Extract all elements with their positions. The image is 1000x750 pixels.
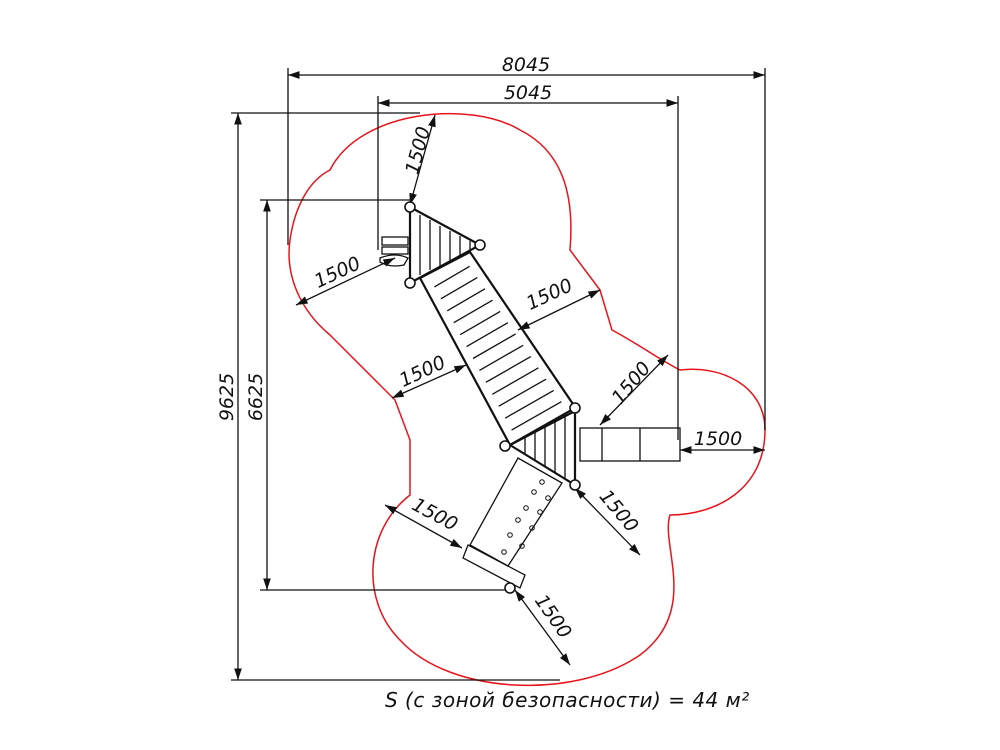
climbing-hold	[539, 479, 545, 485]
climbing-hold	[531, 489, 537, 495]
dim-equipment-height: 6625	[245, 373, 267, 421]
bridge-slat	[511, 401, 562, 431]
dim-safety-offset: 1500	[401, 124, 435, 176]
posts	[404, 201, 581, 594]
bridge-slat	[498, 378, 547, 407]
bridge-slat	[453, 299, 493, 324]
side-steps	[379, 236, 409, 267]
safety-area-label: S (с зоной безопасности) = 44 м²	[385, 688, 750, 712]
wall-base	[462, 544, 526, 589]
climbing-wall	[469, 457, 563, 567]
dim-safety-offset: 1500	[396, 351, 449, 391]
climbing-hold	[507, 532, 513, 538]
bottom-platform	[507, 406, 577, 487]
climbing-hold	[519, 543, 525, 549]
climbing-hold	[523, 505, 529, 511]
bridge-slat	[485, 356, 532, 383]
play-structure	[379, 201, 681, 594]
safety-zone-outline	[288, 112, 766, 687]
dim-safety-offset: 1500	[607, 358, 655, 409]
bridge-slat	[472, 333, 516, 360]
dim-safety-offset: 1500	[530, 590, 576, 642]
bridge-slat	[434, 265, 470, 288]
bridge-slat	[446, 288, 486, 312]
dim-overall-height: 9625	[216, 373, 238, 421]
dim-equipment-width: 5045	[504, 82, 552, 104]
climbing-hold	[545, 495, 551, 501]
dim-safety-offset: 1500	[523, 274, 576, 314]
dim-safety-offset: 1500	[408, 494, 461, 536]
dimension-lines	[231, 68, 766, 681]
climbing-hold	[537, 509, 543, 515]
dim-overall-width: 8045	[502, 54, 550, 76]
climbing-hold	[501, 549, 507, 555]
dim-safety-offset: 1500	[311, 252, 364, 292]
slide	[579, 427, 681, 462]
bridge-slat	[459, 310, 501, 336]
bridge-slat	[491, 367, 539, 395]
bridge-slat	[479, 344, 524, 371]
dim-safety-offset: 1500	[694, 428, 742, 450]
climbing-hold	[529, 525, 535, 531]
dim-safety-offset: 1500	[595, 486, 643, 537]
bridge-slat	[440, 277, 478, 300]
bridge-slat	[466, 322, 509, 348]
bridge-slat	[504, 389, 555, 419]
climbing-hold	[515, 517, 521, 523]
